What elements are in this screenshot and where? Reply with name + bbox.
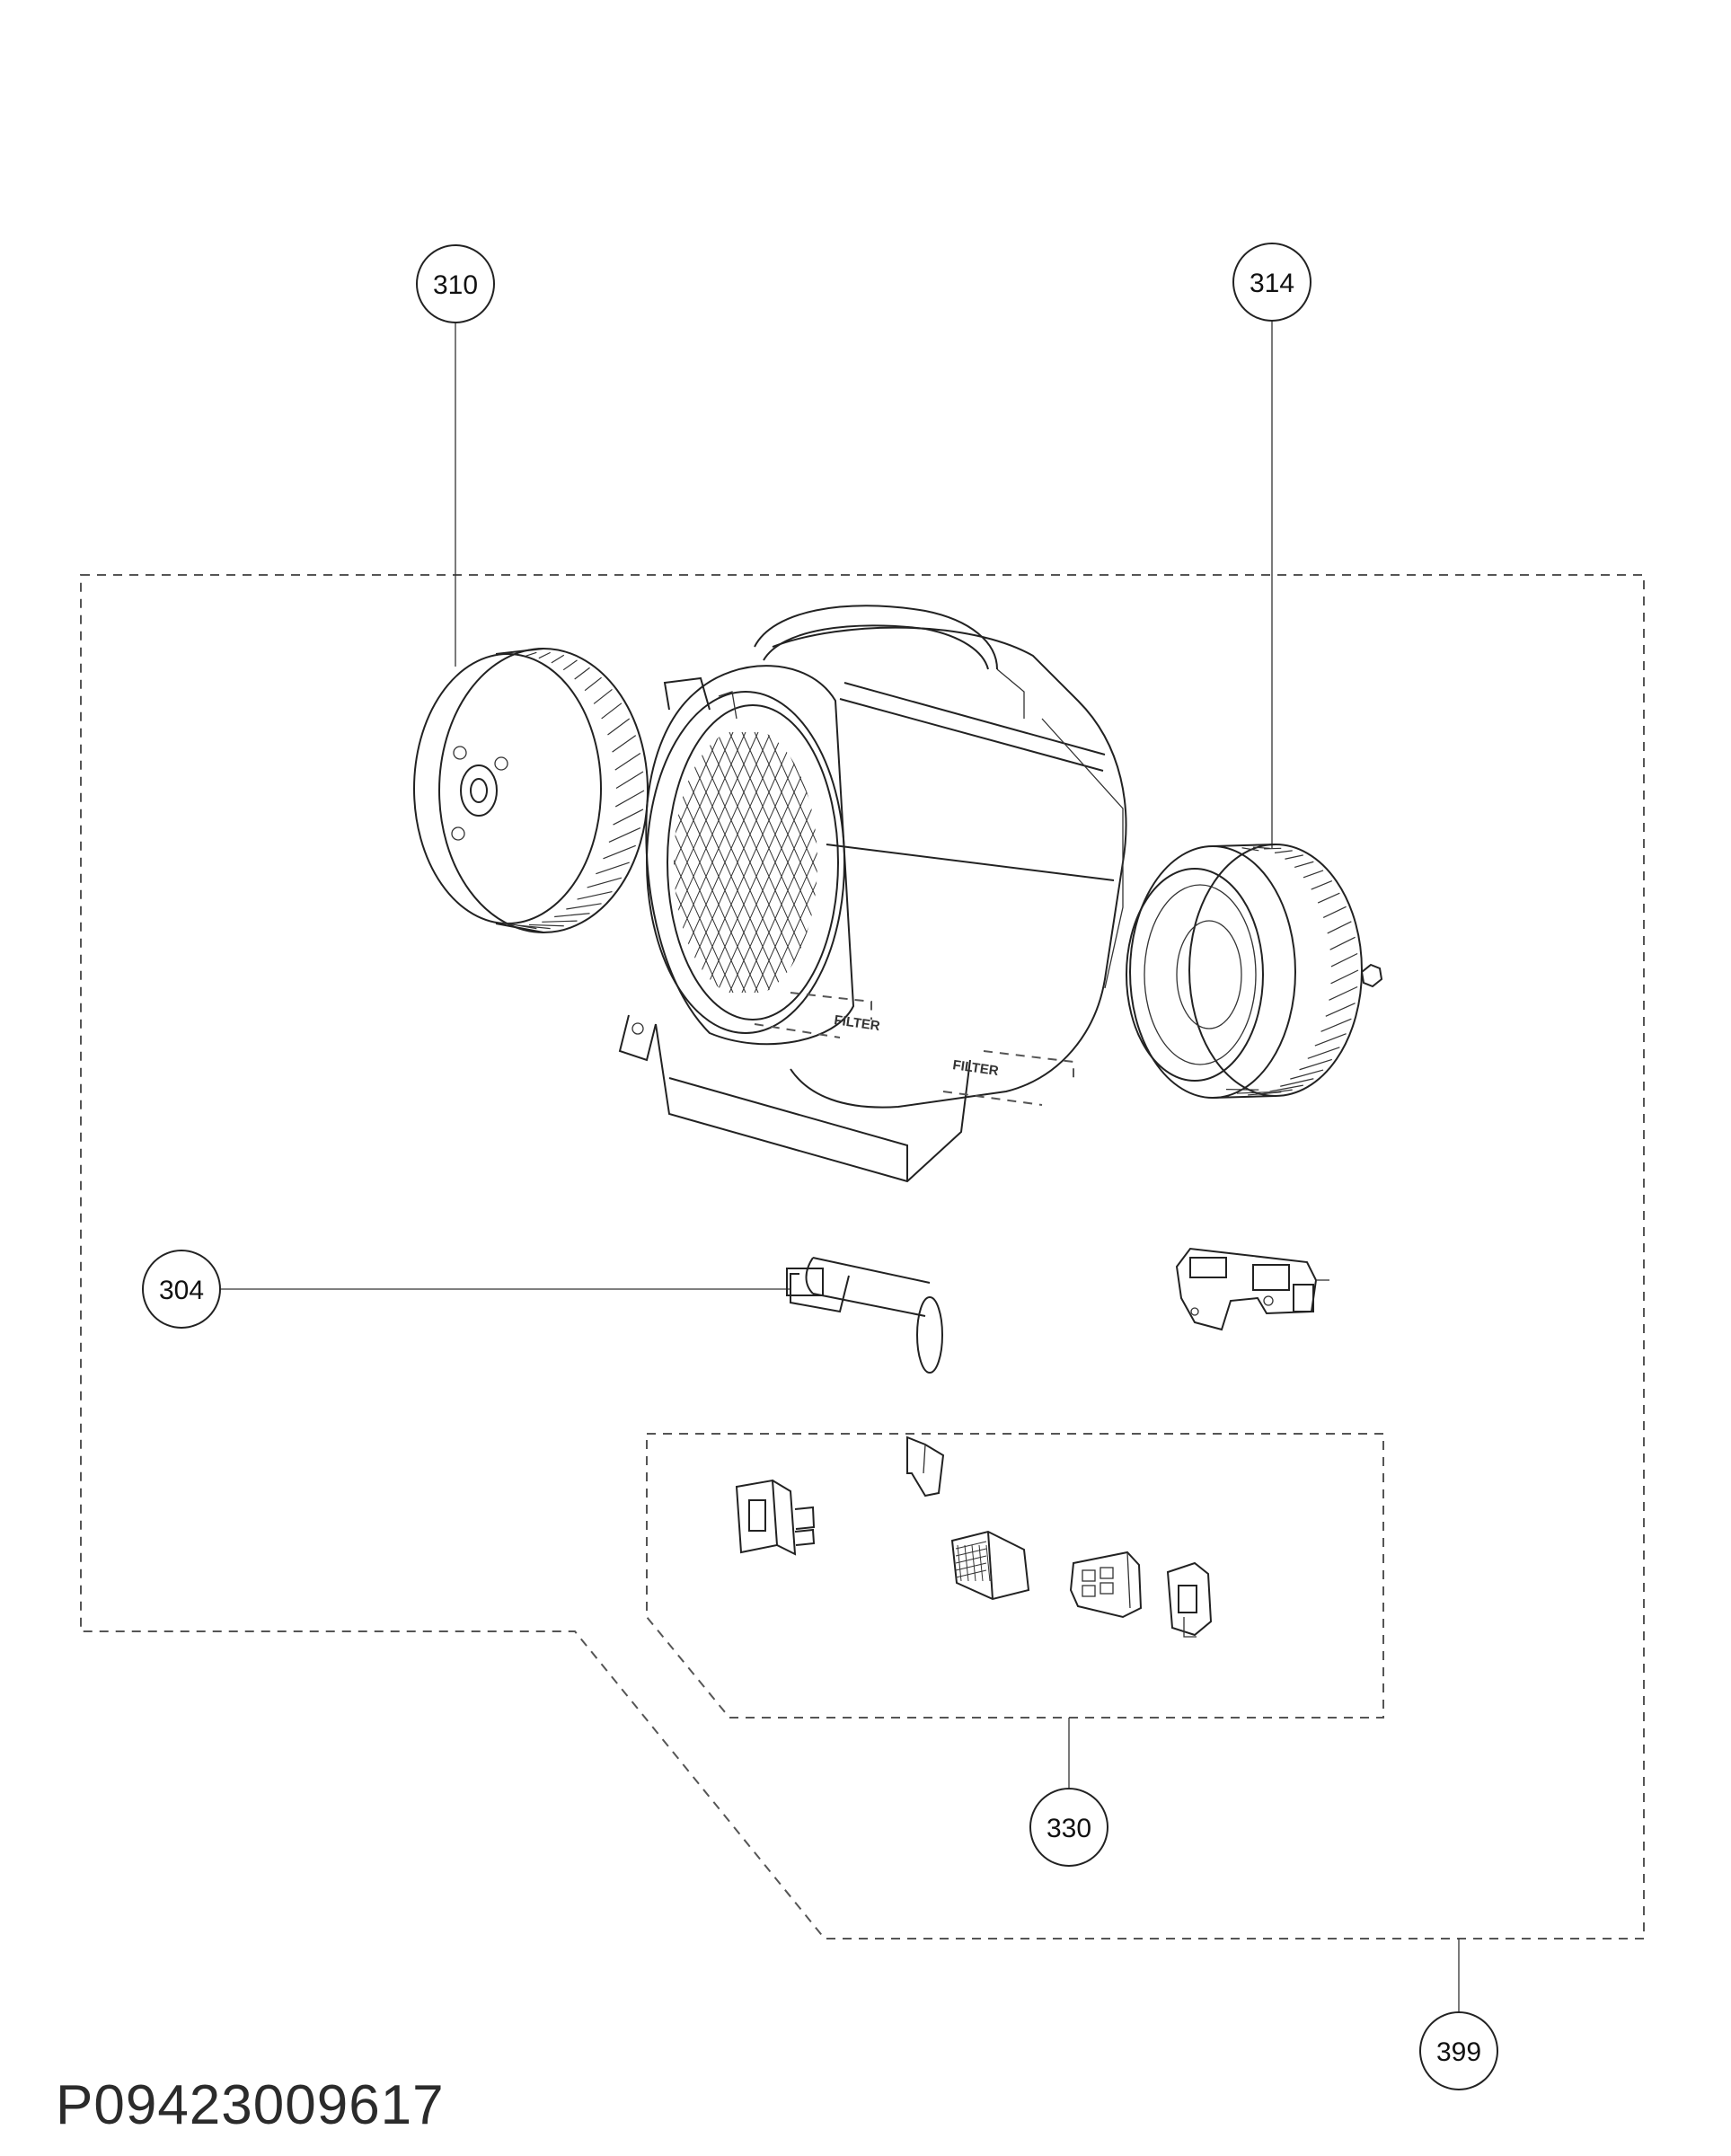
callout-label: 399 (1436, 2037, 1481, 2067)
callout-399: 399 (1419, 2011, 1498, 2090)
housing-marking-left: FILTER (833, 1012, 880, 1034)
capacitor-drawing (786, 1257, 943, 1374)
callout-304: 304 (142, 1250, 221, 1329)
connector-a-drawing (735, 1479, 816, 1556)
control-board-drawing (1175, 1247, 1329, 1331)
connector-clip-drawing (906, 1436, 945, 1498)
callout-label: 314 (1250, 269, 1294, 298)
callout-330: 330 (1029, 1788, 1108, 1867)
kit-330-boundary (646, 1433, 1384, 1719)
blower-housing-drawing: FILTER FILTER (618, 605, 1127, 1183)
callout-314: 314 (1232, 243, 1311, 322)
callout-label: 330 (1047, 1814, 1091, 1843)
part-code: P09423009617 (56, 2074, 445, 2136)
connector-b-drawing (950, 1530, 1030, 1601)
impeller-right-drawing (1126, 844, 1383, 1099)
impeller-left-drawing (413, 648, 649, 933)
connector-c-drawing (1069, 1551, 1143, 1619)
assembly-399-boundary (80, 574, 1645, 1940)
connector-d-drawing (1166, 1561, 1213, 1638)
callout-label: 310 (433, 270, 478, 300)
callout-310: 310 (416, 244, 495, 323)
callout-label: 304 (159, 1276, 204, 1305)
housing-marking-right: FILTER (951, 1057, 999, 1079)
